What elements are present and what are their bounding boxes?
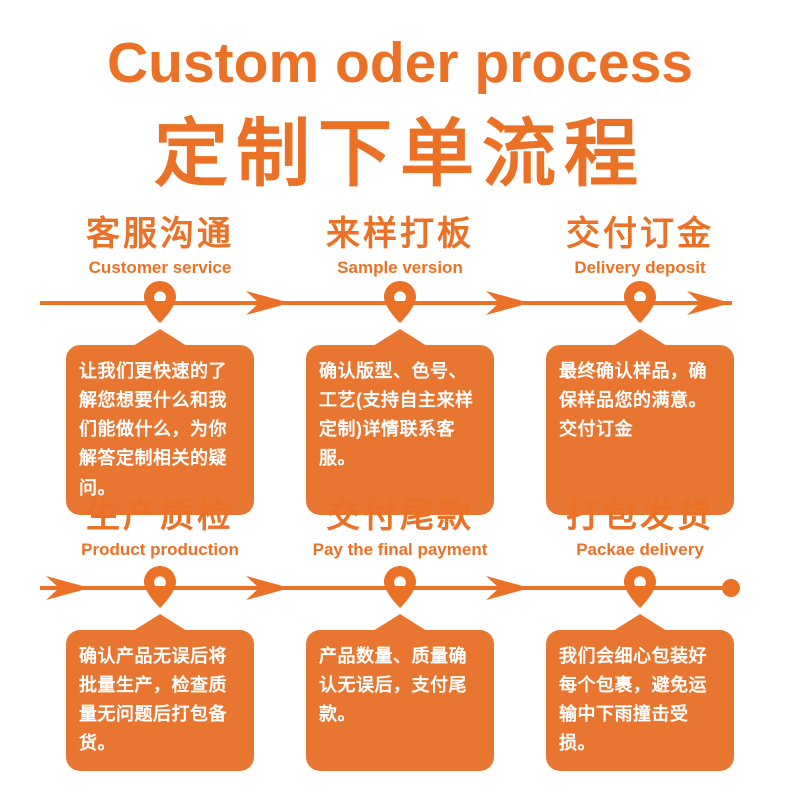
step-5-heading: 交付尾款 Pay the final payment [280, 497, 520, 560]
arrow-right-icon [246, 291, 290, 315]
step-4-title-en: Product production [81, 540, 239, 560]
step-5-description: 产品数量、质量确认无误后，支付尾款。 [319, 646, 467, 725]
step-6-bubble: 我们会细心包装好每个包裹，避免运输中下雨撞击受损。 [520, 614, 760, 771]
step-6-title-cn: 打包发货 [566, 497, 714, 535]
step-3-title-en: Delivery deposit [574, 258, 706, 278]
arrow-right-icon [486, 576, 530, 600]
step-5-description-box: 产品数量、质量确认无误后，支付尾款。 [306, 630, 494, 771]
step-4-bubble: 确认产品无误后将批量生产，检查质量无问题后打包备货。 [40, 614, 280, 771]
step-2-title-en: Sample version [337, 258, 463, 278]
step-4-description: 确认产品无误后将批量生产，检查质量无问题后打包备货。 [79, 646, 227, 754]
step-3-heading: 交付订金 Delivery deposit [520, 215, 760, 278]
step-3-bubble: 最终确认样品，确保样品您的满意。交付订金 [520, 329, 760, 515]
arrow-right-icon [46, 576, 90, 600]
step-1-title-cn: 客服沟通 [86, 215, 234, 253]
end-dot-icon [722, 579, 740, 597]
step-5-title-cn: 交付尾款 [326, 497, 474, 535]
process-row-1-descriptions: 让我们更快速的了解您想要什么和我们能做什么，为你解答定制相关的疑问。 确认版型、… [40, 329, 760, 515]
location-pin-icon [144, 566, 176, 608]
arrow-right-icon [246, 576, 290, 600]
page-title-english: Custom oder process [107, 31, 693, 95]
arrow-right-icon [687, 291, 731, 315]
location-pin-icon [624, 566, 656, 608]
step-1-description-box: 让我们更快速的了解您想要什么和我们能做什么，为你解答定制相关的疑问。 [66, 345, 254, 515]
step-4-description-box: 确认产品无误后将批量生产，检查质量无问题后打包备货。 [66, 630, 254, 771]
page-title-chinese: 定制下单流程 [154, 114, 646, 196]
step-3-description-box: 最终确认样品，确保样品您的满意。交付订金 [546, 345, 734, 515]
bubble-pointer-up [373, 329, 427, 346]
location-pin-icon [384, 281, 416, 323]
location-pin-icon [384, 566, 416, 608]
step-1-heading: 客服沟通 Customer service [40, 215, 280, 278]
process-row-2-headings: 生产质检 Product production 交付尾款 Pay the fin… [40, 497, 760, 560]
step-3-description: 最终确认样品，确保样品您的满意。交付订金 [559, 361, 707, 440]
step-2-heading: 来样打板 Sample version [280, 215, 520, 278]
step-2-description: 确认版型、色号、工艺(支持自主来样定制)详情联系客服。 [319, 361, 474, 469]
arrow-right-icon [486, 291, 530, 315]
bubble-pointer-up [613, 329, 667, 346]
process-row-1-headings: 客服沟通 Customer service 来样打板 Sample versio… [40, 215, 760, 278]
location-pin-icon [624, 281, 656, 323]
step-2-bubble: 确认版型、色号、工艺(支持自主来样定制)详情联系客服。 [280, 329, 520, 515]
step-6-heading: 打包发货 Packae delivery [520, 497, 760, 560]
process-row-2-descriptions: 确认产品无误后将批量生产，检查质量无问题后打包备货。 产品数量、质量确认无误后，… [40, 614, 760, 771]
bubble-pointer-up [133, 329, 187, 346]
step-4-heading: 生产质检 Product production [40, 497, 280, 560]
step-6-description: 我们会细心包装好每个包裹，避免运输中下雨撞击受损。 [559, 646, 707, 754]
step-2-title-cn: 来样打板 [326, 215, 474, 253]
step-1-bubble: 让我们更快速的了解您想要什么和我们能做什么，为你解答定制相关的疑问。 [40, 329, 280, 515]
step-2-description-box: 确认版型、色号、工艺(支持自主来样定制)详情联系客服。 [306, 345, 494, 515]
bubble-pointer-up [613, 614, 667, 631]
step-6-description-box: 我们会细心包装好每个包裹，避免运输中下雨撞击受损。 [546, 630, 734, 771]
location-pin-icon [144, 281, 176, 323]
flow-track-row-1 [40, 281, 732, 323]
bubble-pointer-up [133, 614, 187, 631]
bubble-pointer-up [373, 614, 427, 631]
flow-track-row-2 [40, 566, 740, 608]
step-1-title-en: Customer service [88, 258, 232, 278]
step-5-title-en: Pay the final payment [312, 540, 488, 560]
step-4-title-cn: 生产质检 [86, 497, 234, 535]
step-1-description: 让我们更快速的了解您想要什么和我们能做什么，为你解答定制相关的疑问。 [79, 361, 227, 498]
step-5-bubble: 产品数量、质量确认无误后，支付尾款。 [280, 614, 520, 771]
step-6-title-en: Packae delivery [576, 540, 704, 560]
step-3-title-cn: 交付订金 [566, 215, 714, 253]
